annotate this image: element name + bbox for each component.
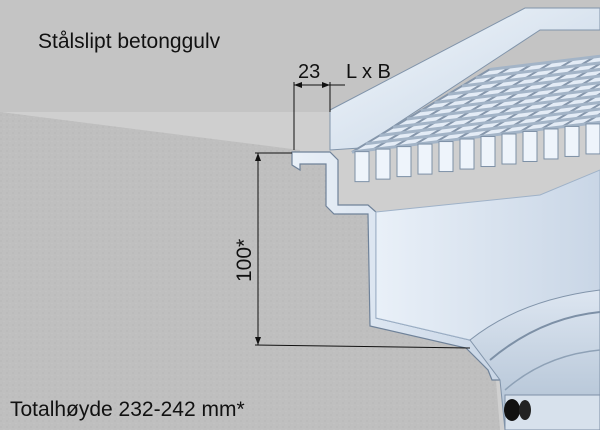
grating-tooth (480, 136, 496, 168)
grating-tooth (375, 148, 391, 180)
grating-crossbar (475, 61, 600, 80)
drain-bowl-inner (504, 349, 600, 391)
grating-crossbar (406, 94, 600, 121)
dimension-arrows (255, 82, 330, 345)
grating-bar (540, 92, 600, 131)
grating-tooth (543, 128, 559, 160)
drain-bowl-rim (489, 311, 600, 361)
drain-frame-top (329, 7, 600, 151)
gasket-ring-2 (519, 400, 531, 420)
grating-crossbar (434, 81, 600, 104)
grating-tooth (564, 125, 580, 157)
grating-tooth (417, 143, 433, 175)
grating-crossbar (379, 107, 600, 137)
dimension-lines (254, 82, 471, 349)
concrete-lower (0, 112, 500, 430)
total-height-label: Totalhøyde 232-242 mm* (10, 398, 245, 421)
grating-crossbar (420, 87, 600, 113)
grating (351, 54, 600, 183)
grating-tooth (522, 130, 538, 162)
grating-crossbar (365, 114, 600, 146)
grating-tooth (501, 133, 517, 165)
grating-bar (561, 102, 600, 128)
grating-crossbar (489, 54, 600, 71)
gasket-ring (504, 399, 520, 421)
grating-tooth (396, 146, 412, 178)
grating-crossbar (448, 74, 600, 96)
grating-tooth (354, 151, 370, 183)
grating-tooth (459, 138, 475, 170)
opening-label: L x B (346, 61, 391, 83)
flange-width-label: 23 (298, 61, 320, 83)
drain-flange (291, 151, 501, 381)
grating-tooth (585, 123, 600, 155)
surface-label: Stålslipt betonggulv (38, 30, 221, 53)
grating-tooth (438, 141, 454, 173)
grating-crossbar (393, 100, 600, 129)
depth-label: 100* (233, 239, 256, 282)
grating-crossbar (461, 67, 600, 88)
